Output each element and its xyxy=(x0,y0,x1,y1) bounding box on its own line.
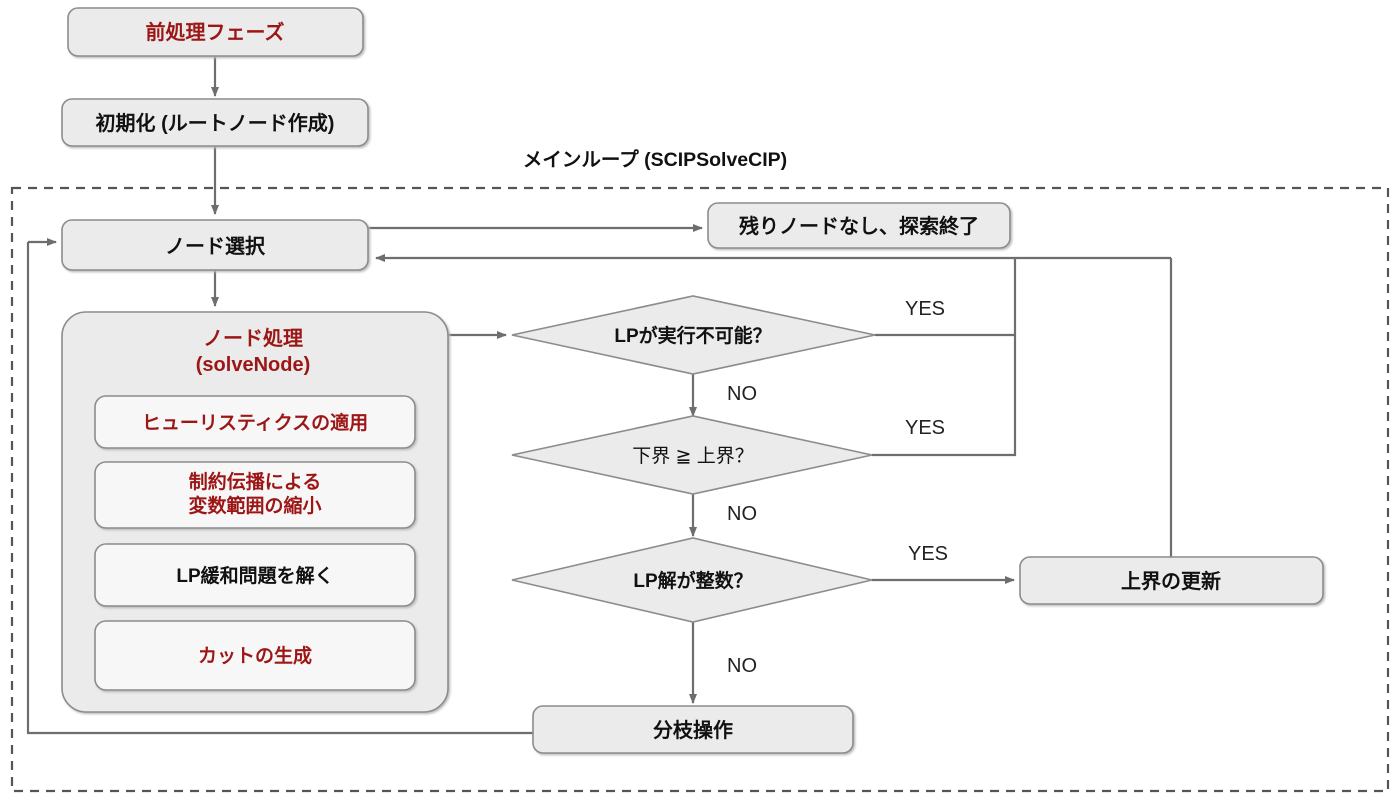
node-node-select[interactable]: ノード選択 xyxy=(61,219,369,271)
node-process-step-lp-relaxation-label: LP緩和問題を解く xyxy=(176,564,333,587)
node-branching-label: 分枝操作 xyxy=(653,718,733,742)
node-no-nodes-left[interactable]: 残りノードなし、探索終了 xyxy=(707,202,1011,249)
edge-branching-to-node-select xyxy=(26,242,533,735)
decision-lower-ge-upper[interactable]: 下界 ≧ 上界？ xyxy=(511,415,873,495)
edge-label-no-1: NO xyxy=(727,383,757,405)
edge-label-yes-3: YES xyxy=(908,543,948,565)
node-process-step-propagation-label-line1: 制約伝播による xyxy=(189,470,321,493)
decision-lp-solution-integral[interactable]: LP解が整数？ xyxy=(511,537,873,623)
edge-label-no-3: NO xyxy=(727,655,757,677)
node-preprocess-label: 前処理フェーズ xyxy=(146,20,285,44)
main-loop-region xyxy=(10,186,1390,793)
edge-label-yes-1: YES xyxy=(905,298,945,320)
node-node-select-label: ノード選択 xyxy=(165,234,266,258)
main-loop-label: メインループ (SCIPSolveCIP) xyxy=(523,148,787,171)
edge-decision-2-yes xyxy=(872,335,1017,457)
node-node-process-container[interactable]: ノード処理 (solveNode) ヒューリスティクスの適用 制約伝播による 変… xyxy=(61,311,449,713)
node-process-step-propagation-label-line2: 変数範囲の縮小 xyxy=(188,494,321,517)
edge-label-no-2: NO xyxy=(727,503,757,525)
node-process-step-lp-relaxation[interactable]: LP緩和問題を解く xyxy=(94,543,416,607)
node-node-process-label-line1: ノード処理 xyxy=(203,327,303,350)
node-process-step-heuristics-label: ヒューリスティクスの適用 xyxy=(142,411,368,434)
decision-lp-infeasible-label: LPが実行不可能？ xyxy=(614,324,771,347)
node-branching[interactable]: 分枝操作 xyxy=(532,705,854,754)
node-update-upper-bound-label: 上界の更新 xyxy=(1121,569,1221,593)
node-update-upper-bound[interactable]: 上界の更新 xyxy=(1019,556,1324,605)
node-process-step-cut-generation-label: カットの生成 xyxy=(198,644,312,667)
node-preprocess[interactable]: 前処理フェーズ xyxy=(67,7,364,57)
edge-decision-1-yes xyxy=(875,258,1017,337)
node-initialize[interactable]: 初期化 (ルートノード作成) xyxy=(61,98,369,147)
decision-lp-infeasible[interactable]: LPが実行不可能？ xyxy=(511,295,876,375)
node-process-step-heuristics[interactable]: ヒューリスティクスの適用 xyxy=(94,395,416,449)
node-process-step-cut-generation[interactable]: カットの生成 xyxy=(94,620,416,691)
node-node-process-label-line2: (solveNode) xyxy=(196,354,310,376)
edge-label-yes-2: YES xyxy=(905,417,945,439)
decision-lower-ge-upper-label: 下界 ≧ 上界？ xyxy=(632,445,753,467)
decision-lp-solution-integral-label: LP解が整数？ xyxy=(633,569,752,592)
node-initialize-label: 初期化 (ルートノード作成) xyxy=(96,111,335,135)
node-process-step-propagation[interactable]: 制約伝播による 変数範囲の縮小 xyxy=(94,461,416,529)
node-no-nodes-left-label: 残りノードなし、探索終了 xyxy=(739,214,979,238)
